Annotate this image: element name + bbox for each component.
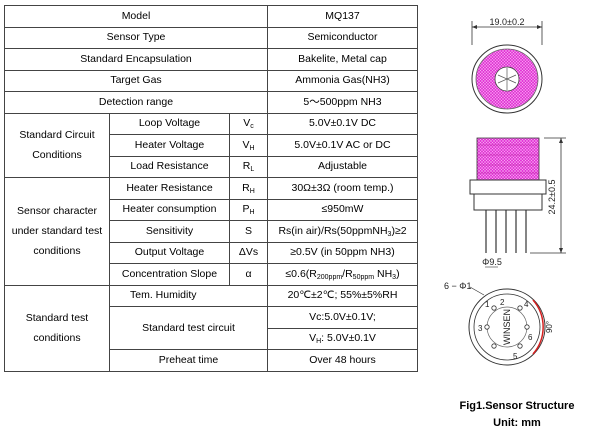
row-detection-range: Detection range 5～500ppm NH3 <box>4 91 418 114</box>
row-concentration-slope: Concentration Slope α ≤0.6(R200ppm/R50pp… <box>5 263 418 286</box>
preheat-label: Preheat time <box>109 349 268 372</box>
heater-voltage-label: Heater Voltage <box>109 134 230 157</box>
output-voltage-label: Output Voltage <box>109 241 230 264</box>
output-voltage-symbol: ΔVs <box>229 241 268 264</box>
row-temp-humidity: Standard test conditions Tem. Humidity 2… <box>4 284 418 372</box>
row-sensor-type: Sensor Type Semiconductor <box>4 26 418 49</box>
heater-resistance-symbol: RH <box>229 177 268 200</box>
concentration-slope-label: Concentration Slope <box>109 263 230 286</box>
pin-numbers: 1 2 3 4 5 6 <box>478 298 533 361</box>
sensor-bottom-view: Φ9.5 6 − Φ1 90° WINSEN 1 2 3 4 5 6 <box>444 257 554 366</box>
detection-range-value: 5～500ppm NH3 <box>267 91 418 114</box>
pin-circle-label: Φ9.5 <box>482 257 502 267</box>
encapsulation-label: Standard Encapsulation <box>4 48 268 71</box>
brand-label: WINSEN <box>502 309 512 345</box>
row-heater-voltage: Heater Voltage VH 5.0V±0.1V AC or DC <box>5 134 418 157</box>
cap-top-view <box>471 44 543 114</box>
heater-consumption-label: Heater consumption <box>109 198 230 221</box>
row-test-circuit-2: VH: 5.0V±0.1V <box>5 327 418 350</box>
temp-humidity-value: 20℃±2℃; 55%±5%RH <box>267 284 418 307</box>
heater-consumption-symbol: PH <box>229 198 268 221</box>
svg-text:2: 2 <box>500 298 505 307</box>
sensor-type-label: Sensor Type <box>4 26 268 49</box>
height-dimension: 24.2±0.5 <box>530 137 566 254</box>
sensitivity-symbol: S <box>229 220 268 243</box>
heater-resistance-value: 30Ω±3Ω (room temp.) <box>267 177 418 200</box>
angle-label: 90° <box>545 321 554 333</box>
sensor-pins <box>485 210 527 253</box>
target-gas-value: Ammonia Gas(NH3) <box>267 69 418 92</box>
figure-caption: Fig1.Sensor Structure Unit: mm <box>440 398 594 432</box>
encapsulation-value: Bakelite, Metal cap <box>267 48 418 71</box>
character-group-label: Sensor character under standard test con… <box>4 177 110 286</box>
width-dim-label: 19.0±0.2 <box>490 17 525 27</box>
load-resistance-label: Load Resistance <box>109 155 230 178</box>
row-loop-voltage: Standard Circuit Conditions Loop Voltage… <box>4 112 418 178</box>
pin-dia-label: 6 − Φ1 <box>444 281 471 291</box>
svg-text:3: 3 <box>478 324 483 333</box>
row-target-gas: Target Gas Ammonia Gas(NH3) <box>4 69 418 92</box>
preheat-value: Over 48 hours <box>267 349 418 372</box>
load-resistance-value: Adjustable <box>267 155 418 178</box>
spec-table: Model MQ137 Sensor Type Semiconductor St… <box>4 5 418 372</box>
heater-voltage-value: 5.0V±0.1V AC or DC <box>267 134 418 157</box>
test-group-label: Standard test conditions <box>4 284 110 372</box>
loop-voltage-label: Loop Voltage <box>109 112 230 135</box>
angle-arc <box>532 299 544 355</box>
test-circuit-value-1: Vc:5.0V±0.1V; <box>267 306 418 329</box>
height-dim-label: 24.2±0.5 <box>547 180 557 215</box>
target-gas-label: Target Gas <box>4 69 268 92</box>
heater-voltage-symbol: VH <box>229 134 268 157</box>
heater-consumption-value: ≤950mW <box>267 198 418 221</box>
output-voltage-value: ≥0.5V (in 50ppm NH3) <box>267 241 418 264</box>
temp-humidity-label: Tem. Humidity <box>109 284 268 307</box>
sensor-structure-figure: 19.0±0.2 24.2±0.5 Φ9.5 6 − Φ1 <box>444 17 566 366</box>
test-circuit-value-2: VH: 5.0V±0.1V <box>267 327 418 350</box>
detection-range-label: Detection range <box>4 91 268 114</box>
svg-text:4: 4 <box>524 300 529 309</box>
figure-caption-title: Fig1.Sensor Structure <box>459 400 575 412</box>
sensitivity-label: Sensitivity <box>109 220 230 243</box>
loop-voltage-symbol: Vc <box>229 112 268 135</box>
row-sensitivity: Sensitivity S Rs(in air)/Rs(50ppmNH3)≥2 <box>5 220 418 243</box>
width-dimension: 19.0±0.2 <box>471 17 543 45</box>
pin-holes <box>484 305 530 349</box>
figure-caption-unit: Unit: mm <box>493 417 541 429</box>
sensor-side-view <box>469 137 547 253</box>
model-label: Model <box>4 5 268 28</box>
circuit-group-label: Standard Circuit Conditions <box>4 112 110 178</box>
row-preheat: Preheat time Over 48 hours <box>5 349 418 372</box>
model-value: MQ137 <box>267 5 418 28</box>
svg-text:1: 1 <box>485 300 490 309</box>
row-output-voltage: Output Voltage ΔVs ≥0.5V (in 50ppm NH3) <box>5 241 418 264</box>
row-test-circuit-1: Standard test circuit Vc:5.0V±0.1V; <box>5 306 418 350</box>
test-circuit-label: Standard test circuit <box>109 306 268 350</box>
sensitivity-value: Rs(in air)/Rs(50ppmNH3)≥2 <box>267 220 418 243</box>
svg-text:5: 5 <box>513 352 518 361</box>
svg-text:6: 6 <box>528 333 533 342</box>
loop-voltage-value: 5.0V±0.1V DC <box>267 112 418 135</box>
concentration-slope-symbol: α <box>229 263 268 286</box>
row-heater-consumption: Heater consumption PH ≤950mW <box>5 198 418 221</box>
heater-resistance-label: Heater Resistance <box>109 177 230 200</box>
concentration-slope-value: ≤0.6(R200ppm/R50ppm NH3) <box>267 263 418 286</box>
row-model: Model MQ137 <box>4 5 418 28</box>
load-resistance-symbol: RL <box>229 155 268 178</box>
row-encapsulation: Standard Encapsulation Bakelite, Metal c… <box>4 48 418 71</box>
row-heater-resistance: Sensor character under standard test con… <box>4 177 418 286</box>
sensor-type-value: Semiconductor <box>267 26 418 49</box>
